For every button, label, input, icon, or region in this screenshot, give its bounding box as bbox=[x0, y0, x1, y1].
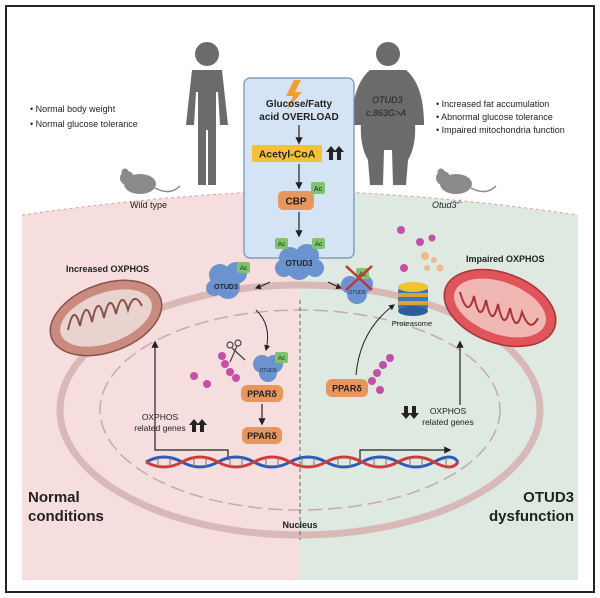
ppard-upper-label: PPARδ bbox=[247, 389, 277, 399]
svg-text:Ac: Ac bbox=[240, 265, 248, 272]
proteasome-label: Proteasome bbox=[392, 319, 432, 328]
otud3-right-label: OTUD3 bbox=[349, 290, 366, 296]
ppard-box-right bbox=[326, 379, 368, 397]
ubiquitin-chain-right bbox=[368, 354, 394, 394]
genes-down-arrows-icon bbox=[401, 406, 419, 419]
cross-mark-icon bbox=[345, 265, 373, 291]
ubiquitin-chain-left bbox=[190, 352, 240, 388]
ppard-box-lower bbox=[242, 427, 282, 444]
genes-up-arrows-icon bbox=[189, 419, 207, 432]
lightning-icon bbox=[286, 80, 302, 110]
right-bullet-3: • Impaired mitochondria function bbox=[436, 125, 565, 135]
right-bullet-1: • Increased fat accumulation bbox=[436, 99, 549, 109]
oxphos-genes-right-line2: related genes bbox=[422, 417, 474, 427]
otud3-nuclear-label: OTUD3 bbox=[260, 368, 277, 374]
increased-oxphos-label: Increased OXPHOS bbox=[66, 264, 149, 274]
proteasome-icon bbox=[398, 282, 428, 316]
oxphos-genes-right-line1: OXPHOS bbox=[430, 406, 467, 416]
ac-tag-left bbox=[237, 262, 250, 273]
human-obese-icon bbox=[352, 42, 424, 185]
right-bullet-2: • Abnormal glucose tolerance bbox=[436, 112, 553, 122]
scissors-icon bbox=[226, 339, 246, 363]
mutation-variant: c.863G>A bbox=[366, 108, 406, 118]
svg-text:Ac: Ac bbox=[315, 241, 323, 248]
mitochondrion-left-icon bbox=[49, 279, 163, 357]
acetyl-increase-arrows-icon bbox=[326, 146, 344, 160]
free-ubiquitin-icon bbox=[397, 226, 436, 272]
otud3-blob-left bbox=[206, 262, 247, 299]
right-bullets: • Increased fat accumulation • Abnormal … bbox=[436, 99, 565, 135]
left-bullet-1: • Normal body weight bbox=[30, 104, 116, 114]
dysfunction-line2: dysfunction bbox=[489, 508, 574, 525]
ac-tag-nuclear bbox=[275, 352, 288, 363]
otud3-central-label: OTUD3 bbox=[285, 259, 313, 268]
mouse-label-wildtype: Wild type bbox=[130, 200, 167, 210]
overload-line2: acid OVERLOAD bbox=[259, 112, 338, 123]
normal-conditions-line2: conditions bbox=[28, 508, 104, 525]
mouse-label-knockout: Otud3-/- bbox=[432, 200, 462, 210]
dna-helix-icon bbox=[145, 455, 460, 469]
acetyl-coa-box bbox=[252, 145, 322, 162]
svg-text:Ac: Ac bbox=[314, 186, 323, 193]
human-normal-icon bbox=[186, 42, 228, 185]
svg-text:Ac: Ac bbox=[278, 241, 286, 248]
mutation-gene: OTUD3 bbox=[372, 95, 403, 105]
ac-tag-otud3-left bbox=[275, 238, 288, 249]
nucleus-label: Nucleus bbox=[282, 520, 317, 530]
cbp-label: CBP bbox=[285, 197, 306, 208]
acetyl-coa-label: Acetyl-CoA bbox=[259, 149, 316, 161]
normal-conditions-line1: Normal bbox=[28, 489, 80, 506]
left-bullet-2: • Normal glucose tolerance bbox=[30, 119, 138, 129]
ppard-lower-label: PPARδ bbox=[247, 431, 277, 441]
mouse-wildtype-icon bbox=[120, 168, 181, 194]
degraded-fragments-icon bbox=[421, 252, 444, 272]
ppard-box-upper bbox=[241, 385, 283, 402]
ppard-right-label: PPARδ bbox=[332, 384, 362, 394]
otud3-blob-central bbox=[275, 244, 324, 280]
oxphos-genes-left-line2: related genes bbox=[134, 423, 186, 433]
left-bullets: • Normal body weight • Normal glucose to… bbox=[30, 104, 138, 129]
impaired-oxphos-label: Impaired OXPHOS bbox=[466, 254, 545, 264]
otud3-left-label: OTUD3 bbox=[214, 284, 238, 291]
ac-tag-cbp bbox=[311, 182, 325, 194]
overload-line1: Glucose/Fatty bbox=[266, 99, 333, 110]
svg-text:Ac: Ac bbox=[278, 355, 286, 362]
oxphos-genes-left-line1: OXPHOS bbox=[142, 412, 179, 422]
mouse-knockout-icon bbox=[436, 168, 497, 194]
dysfunction-line1: OTUD3 bbox=[523, 489, 574, 506]
mitochondrion-right-icon bbox=[443, 268, 557, 348]
cbp-box bbox=[278, 191, 314, 210]
ac-tag-otud3-right bbox=[312, 238, 325, 249]
